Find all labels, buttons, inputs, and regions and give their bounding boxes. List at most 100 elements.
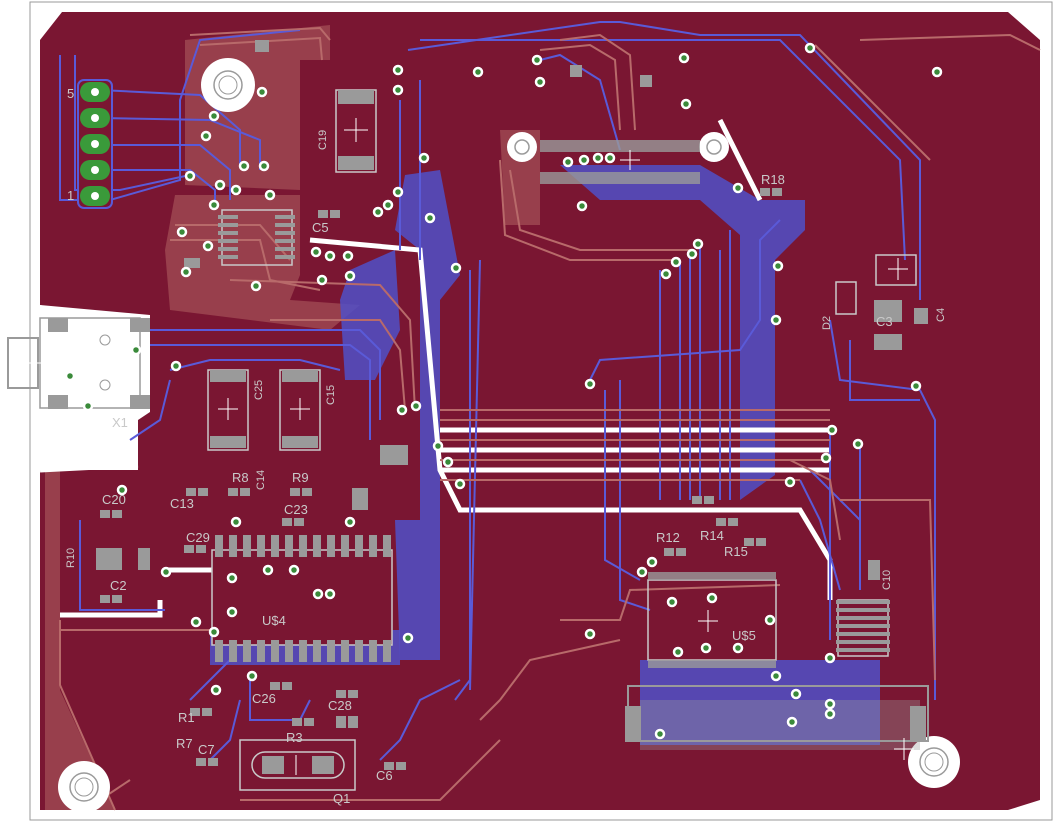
smd-passives: [96, 40, 928, 770]
diode-c19[interactable]: [335, 89, 377, 173]
c2-label: C2: [110, 578, 127, 593]
pin-header[interactable]: [77, 79, 113, 209]
r10-label: R10: [65, 548, 77, 568]
via: [531, 54, 543, 66]
via: [700, 642, 712, 654]
via: [706, 592, 718, 604]
ic-u5[interactable]: [647, 572, 777, 668]
via: [116, 484, 128, 496]
via: [418, 152, 430, 164]
via: [396, 404, 408, 416]
c7-label: C7: [198, 742, 215, 757]
mounting-hole: [201, 58, 255, 112]
via: [472, 66, 484, 78]
via: [764, 614, 776, 626]
via: [288, 564, 300, 576]
u4-label: U$4: [262, 613, 286, 628]
r18-label: R18: [761, 172, 785, 187]
via: [130, 344, 142, 356]
cap-c15[interactable]: [279, 369, 321, 451]
c4-label: C4: [935, 308, 947, 322]
mounting-hole: [507, 132, 537, 162]
via: [820, 452, 832, 464]
ic-small-topleft[interactable]: [218, 209, 295, 266]
via: [256, 86, 268, 98]
r15-label: R15: [724, 544, 748, 559]
pin-label-1: 1: [67, 188, 74, 203]
via: [772, 260, 784, 272]
r12-label: R12: [656, 530, 680, 545]
via: [170, 360, 182, 372]
via: [82, 400, 94, 412]
via: [786, 716, 798, 728]
via: [784, 476, 796, 488]
via: [180, 266, 192, 278]
via: [262, 564, 274, 576]
via: [264, 189, 276, 201]
via: [442, 456, 454, 468]
via-group: [64, 42, 943, 740]
c15-label: C15: [325, 385, 337, 405]
bottom-copper-region: [640, 660, 880, 745]
via: [604, 152, 616, 164]
via: [686, 248, 698, 260]
fpc-connector-top[interactable]: [540, 140, 700, 184]
via: [230, 516, 242, 528]
via: [770, 314, 782, 326]
cap-c25[interactable]: [207, 369, 249, 451]
via: [392, 186, 404, 198]
connector-clearance: [40, 305, 150, 420]
via: [344, 270, 356, 282]
via: [824, 708, 836, 720]
r1-label: R1: [178, 710, 195, 725]
via: [208, 199, 220, 211]
c28-label: C28: [328, 698, 352, 713]
c3-label: C3: [876, 314, 893, 329]
via: [226, 572, 238, 584]
via: [200, 130, 212, 142]
via: [666, 596, 678, 608]
via: [214, 179, 226, 191]
via: [732, 642, 744, 654]
via: [312, 588, 324, 600]
ic-small-right[interactable]: [836, 599, 890, 657]
via: [344, 516, 356, 528]
via: [316, 274, 328, 286]
via: [208, 110, 220, 122]
via: [770, 670, 782, 682]
via: [230, 184, 242, 196]
r9-label: R9: [292, 470, 309, 485]
fpc-connector-bottom[interactable]: [625, 685, 929, 750]
via: [824, 698, 836, 710]
via: [424, 212, 436, 224]
via: [184, 170, 196, 182]
c20-label: C20: [102, 492, 126, 507]
c10-label: C10: [881, 570, 893, 590]
via: [804, 42, 816, 54]
via: [852, 438, 864, 450]
via: [238, 160, 250, 172]
mounting-hole: [908, 736, 960, 788]
ic-u4[interactable]: [211, 535, 393, 662]
diode-d2[interactable]: [835, 254, 917, 315]
r8-label: R8: [232, 470, 249, 485]
via: [246, 670, 258, 682]
r14-label: R14: [700, 528, 724, 543]
via: [226, 606, 238, 618]
usb-connector[interactable]: [7, 317, 150, 409]
via: [342, 250, 354, 262]
top-copper-region: [165, 195, 360, 330]
via: [208, 626, 220, 638]
via: [250, 280, 262, 292]
via: [654, 728, 666, 740]
via: [660, 268, 672, 280]
via: [931, 66, 943, 78]
via: [410, 400, 422, 412]
via: [584, 378, 596, 390]
q1-label: Q1: [333, 791, 350, 806]
top-copper-region: [45, 470, 115, 810]
crystal-q1[interactable]: [239, 739, 356, 791]
via: [680, 98, 692, 110]
via: [790, 688, 802, 700]
